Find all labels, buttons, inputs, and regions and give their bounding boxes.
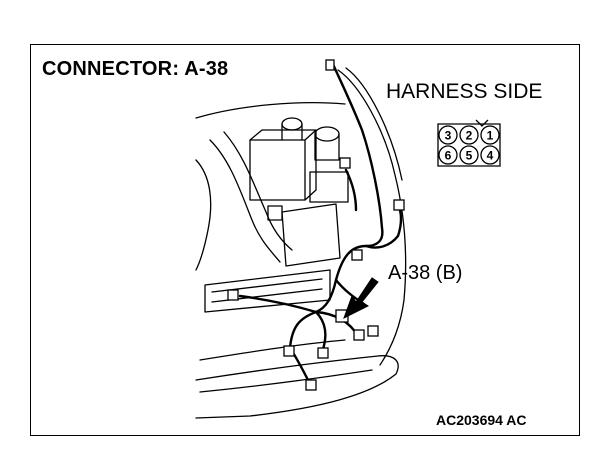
connector-callout-label: A-38 (B)	[388, 262, 463, 284]
harness-connector	[339, 157, 351, 169]
pin-2	[459, 125, 479, 145]
harness-branch-e	[238, 294, 318, 314]
engine-part-left	[195, 159, 212, 271]
pin-label: 6	[445, 149, 452, 163]
bumper-line	[199, 339, 346, 361]
pin-label: 2	[466, 129, 473, 143]
figure-code: AC203694 AC	[436, 412, 527, 428]
connector-housing	[437, 123, 501, 167]
fender-inner	[345, 67, 403, 181]
fender-outline	[337, 69, 407, 366]
pin-label: 3	[445, 129, 452, 143]
harness-connector	[227, 289, 239, 301]
reservoir-body-left	[281, 123, 303, 141]
diagram-frame	[30, 44, 580, 436]
pin-label: 5	[466, 149, 473, 163]
reservoir-cap-left	[281, 117, 303, 131]
pin-5	[459, 145, 479, 165]
connector-key-icon	[475, 119, 489, 127]
harness-connector	[353, 329, 365, 341]
grille-line	[199, 369, 373, 393]
pin-label: 4	[487, 149, 494, 163]
connector-face: 3 2 1 6 5 4	[437, 119, 501, 167]
reservoir-cap-right	[314, 126, 340, 142]
harness-branch-a	[364, 204, 403, 249]
harness-connector	[367, 325, 379, 337]
fuse-box	[309, 171, 349, 203]
bracket	[267, 205, 283, 221]
harness-branch-g	[344, 168, 358, 212]
hood-edge	[195, 102, 346, 119]
pin-6	[438, 145, 458, 165]
harness-connector	[317, 347, 329, 359]
harness-branch-b	[288, 310, 318, 350]
pin-label: 1	[487, 129, 494, 143]
intake-hose-inner	[223, 131, 293, 251]
harness-connector	[325, 59, 335, 71]
harness-side-label: HARNESS SIDE	[386, 80, 543, 103]
harness-connector	[351, 249, 363, 261]
bumper-outline	[195, 355, 399, 419]
reservoir-body-right	[314, 133, 340, 161]
harness-connector	[305, 379, 317, 391]
harness-connector	[283, 345, 295, 357]
intake-hose	[209, 139, 281, 263]
harness-branch-c	[314, 310, 327, 354]
air-box	[281, 203, 341, 267]
harness-connector	[393, 199, 405, 211]
battery-block	[249, 139, 306, 201]
pin-1	[480, 125, 500, 145]
callout-arrow-icon	[343, 277, 379, 320]
pin-4	[480, 145, 500, 165]
pin-3	[438, 125, 458, 145]
connector-title: CONNECTOR: A-38	[42, 58, 229, 80]
